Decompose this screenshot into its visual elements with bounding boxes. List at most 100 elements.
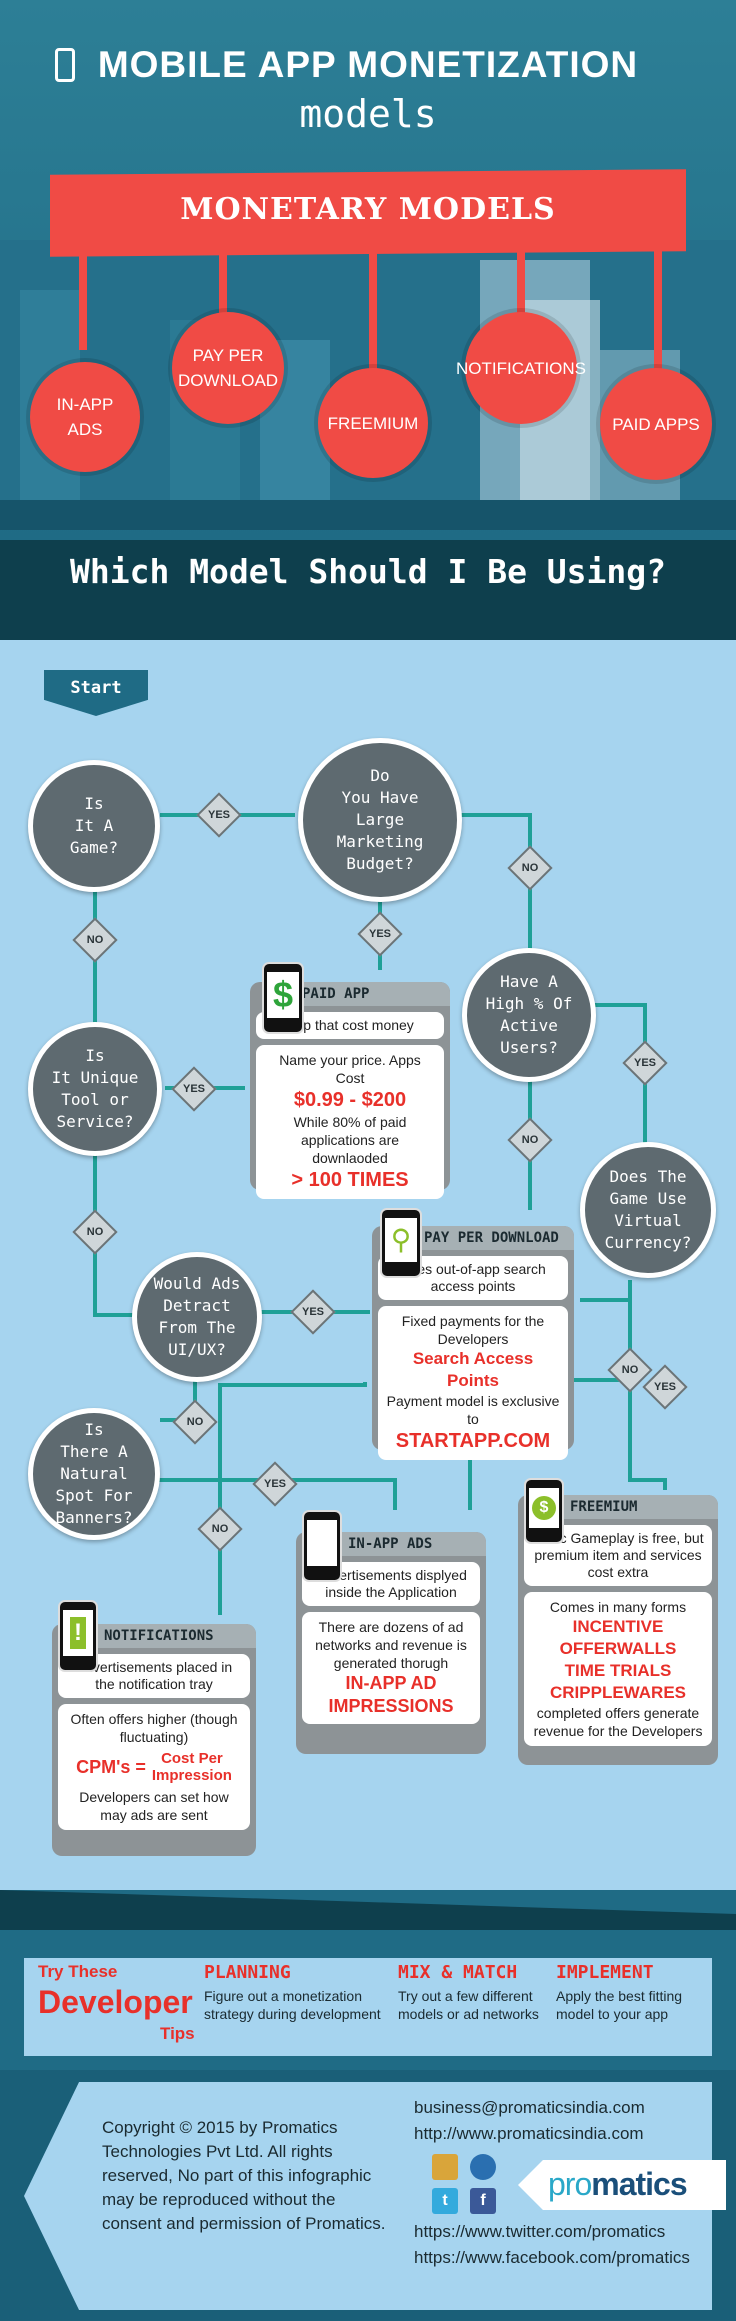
tips-try: Try These	[38, 1962, 118, 1981]
tip-title: PLANNING	[204, 1962, 291, 1983]
question-banner-spot: Is There A Natural Spot For Banners?	[28, 1408, 160, 1540]
start-label: Start	[70, 678, 122, 698]
cpm-definition: Cost Per Impression	[151, 1750, 232, 1784]
card-in-app-ads: IN-APP ADS Advertisements displyed insid…	[296, 1532, 486, 1754]
card-line: While 80% of paid applications are downl…	[293, 1114, 407, 1166]
facebook-link[interactable]: https://www.facebook.com/promatics	[414, 2248, 690, 2267]
card-body: There are dozens of ad networks and reve…	[302, 1612, 480, 1724]
card-title: PAY PER DOWNLOAD	[416, 1226, 574, 1250]
question-virtual-currency: Does The Game Use Virtual Currency?	[580, 1142, 716, 1278]
phone-icon: $	[524, 1478, 564, 1544]
model-notifications: NOTIFICATIONS	[456, 312, 586, 424]
cpm-label: CPM's =	[76, 1757, 146, 1777]
tip-title: IMPLEMENT	[556, 1962, 654, 1983]
twitter-icon[interactable]: t	[432, 2188, 458, 2214]
card-body: Fixed payments for the Developers Search…	[378, 1306, 568, 1460]
yes-label: YES	[368, 928, 391, 940]
card-line: There are dozens of ad networks and reve…	[315, 1619, 467, 1671]
tip-text: Apply the best fitting model to your app	[556, 1988, 683, 2022]
no-label: NO	[86, 1226, 104, 1238]
model-pay-per-download: PAY PER DOWNLOAD	[172, 312, 284, 424]
no-label: NO	[521, 1134, 539, 1146]
card-freemium: FREEMIUM Basic Gameplay is free, but pre…	[518, 1495, 718, 1765]
no-label: NO	[186, 1416, 204, 1428]
no-label: NO	[211, 1523, 229, 1535]
promatics-logo	[518, 2160, 726, 2210]
download-times: > 100 TIMES	[291, 1169, 409, 1191]
logo-text: promatics	[548, 2166, 688, 2203]
model-paid-apps: PAID APPS	[600, 368, 712, 480]
price-range: $0.99 - $200	[293, 1089, 407, 1111]
model-in-app-ads: IN-APP ADS	[30, 362, 140, 472]
question-is-game: Is It A Game?	[28, 760, 160, 892]
card-notifications: NOTIFICATIONS Advertisements placed in t…	[52, 1624, 256, 1856]
card-title: NOTIFICATIONS	[96, 1624, 256, 1648]
logo-text-a: pro	[548, 2166, 592, 2202]
no-label: NO	[86, 934, 104, 946]
card-subtitle: Advertisements displyed inside the Appli…	[302, 1562, 480, 1606]
tip-text: Figure out a monetization strategy durin…	[204, 1988, 381, 2022]
rope	[654, 250, 662, 380]
phone-icon: !	[58, 1600, 98, 1672]
tips-tips: Tips	[160, 2024, 195, 2043]
card-body: Name your price. Apps Cost $0.99 - $200 …	[256, 1045, 444, 1199]
facebook-icon[interactable]: f	[470, 2188, 496, 2214]
question-title: Which Model Should I Be Using?	[69, 552, 667, 591]
yes-label: YES	[263, 1478, 286, 1490]
card-pay-per-download: PAY PER DOWNLOAD Uses out-of-app search …	[372, 1226, 574, 1460]
tip-implement: IMPLEMENT Apply the best fitting model t…	[556, 1962, 706, 2023]
card-line: completed offers generate revenue for th…	[533, 1705, 703, 1739]
no-label: NO	[521, 862, 539, 874]
dollar-icon: $	[267, 972, 299, 1018]
tip-mix-match: MIX & MATCH Try out a few different mode…	[398, 1962, 548, 2023]
tips-developer: Developer	[38, 1984, 193, 2020]
card-line: Name your price. Apps Cost	[279, 1052, 421, 1086]
email-icon[interactable]	[432, 2154, 458, 2180]
card-title: PAID APP	[294, 982, 450, 1006]
phone-icon	[302, 1510, 342, 1582]
twitter-link[interactable]: https://www.twitter.com/promatics	[414, 2222, 666, 2241]
card-line: Fixed payments for the Developers	[401, 1313, 545, 1347]
card-line: Payment model is exclusive to	[386, 1393, 560, 1427]
startapp-label: STARTAPP.COM	[395, 1430, 551, 1452]
question-marketing-budget: Do You Have Large Marketing Budget?	[298, 738, 462, 902]
search-access-points: Search Access Points	[412, 1349, 534, 1390]
card-title: IN-APP ADS	[340, 1532, 486, 1556]
rope	[79, 250, 87, 350]
exclamation-icon: !	[70, 1616, 86, 1649]
rope	[517, 250, 525, 320]
freemium-forms: INCENTIVE OFFERWALLS TIME TRIALS CRIPPLE…	[549, 1617, 687, 1702]
tip-text: Try out a few different models or ad net…	[398, 1988, 539, 2022]
model-freemium: FREEMIUM	[318, 368, 428, 478]
website-link[interactable]: http://www.promaticsindia.com	[414, 2124, 644, 2143]
rope	[369, 250, 377, 380]
banner-title: MONETARY MODELS	[180, 192, 556, 227]
title-line1: MOBILE APP MONETIZATION	[97, 44, 639, 85]
card-line: Often offers higher (though fluctuating)	[70, 1711, 238, 1745]
title-line2: models	[299, 92, 437, 136]
no-label: NO	[621, 1364, 639, 1376]
yes-label: YES	[182, 1083, 205, 1095]
yes-label: YES	[207, 809, 230, 821]
globe-icon[interactable]	[470, 2154, 496, 2180]
card-body: Comes in many forms INCENTIVE OFFERWALLS…	[524, 1592, 712, 1746]
phone-icon: $	[262, 962, 304, 1034]
email-link[interactable]: business@promaticsindia.com	[414, 2098, 645, 2117]
copyright: Copyright © 2015 by Promatics Technologi…	[102, 2118, 386, 2233]
question-band	[0, 540, 736, 640]
phone-icon	[55, 48, 75, 82]
yes-label: YES	[653, 1381, 676, 1393]
in-app-impressions: IN-APP AD IMPRESSIONS	[328, 1673, 454, 1716]
question-ads-detract: Would Ads Detract From The UI/UX?	[132, 1252, 262, 1382]
tip-title: MIX & MATCH	[398, 1962, 518, 1983]
card-body: Often offers higher (though fluctuating)…	[58, 1704, 250, 1830]
yes-label: YES	[633, 1057, 656, 1069]
question-unique-tool: Is It Unique Tool or Service?	[28, 1022, 162, 1156]
logo-text-b: matics	[591, 2166, 687, 2202]
tips-box	[24, 1958, 712, 2056]
card-line: Comes in many forms	[549, 1599, 687, 1615]
search-icon: ⚲	[385, 1218, 417, 1262]
card-title: FREEMIUM	[562, 1495, 718, 1519]
question-active-users: Have A High % Of Active Users?	[462, 948, 596, 1082]
card-subtitle: Basic Gameplay is free, but premium item…	[524, 1525, 712, 1586]
